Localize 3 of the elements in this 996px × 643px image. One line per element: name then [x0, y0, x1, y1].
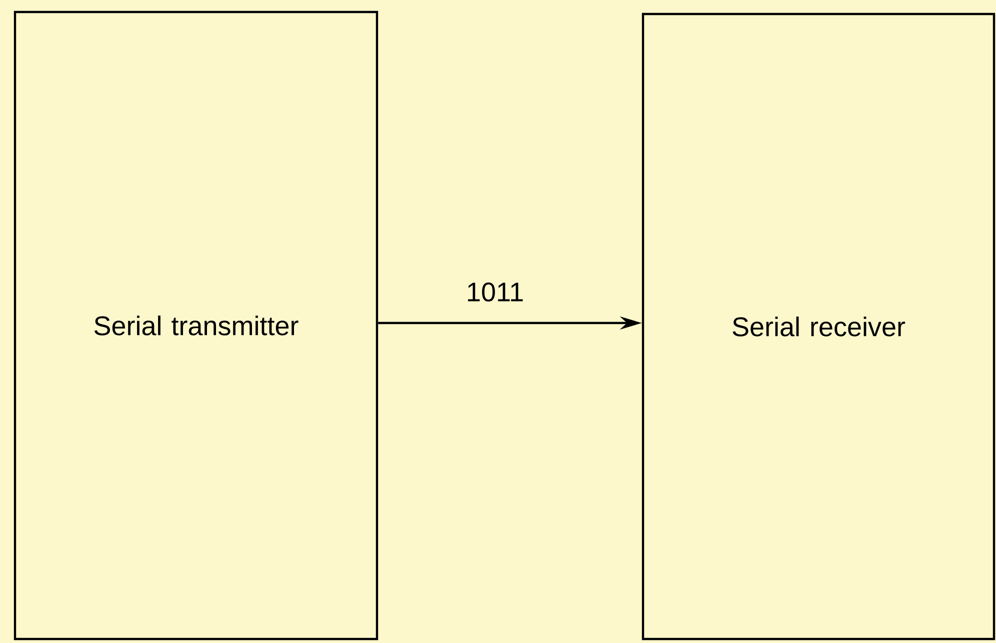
block-box: Serial transmitter [14, 10, 378, 640]
edge-label: 1011 [468, 282, 523, 302]
block-box: Serial receiver [642, 12, 996, 640]
